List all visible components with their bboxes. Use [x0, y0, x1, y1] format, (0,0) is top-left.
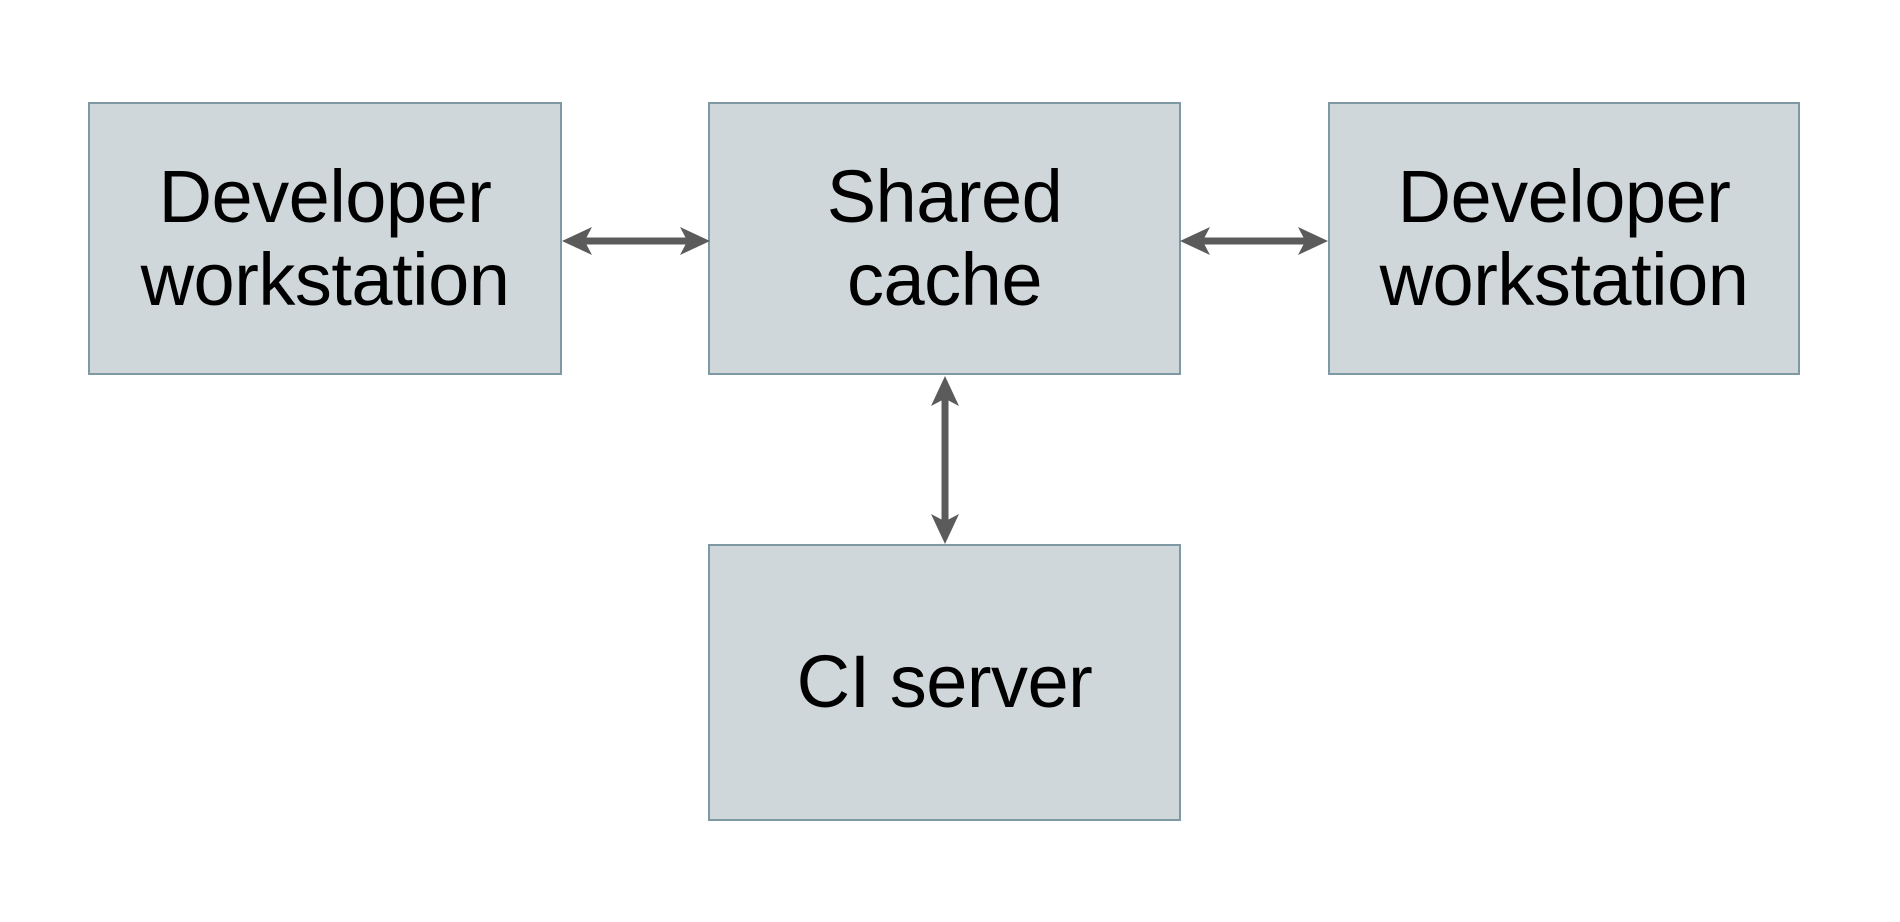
double-arrow-horizontal-icon: [1180, 227, 1328, 255]
connector-dev-left-to-cache: [558, 210, 714, 272]
double-arrow-horizontal-icon: [562, 227, 710, 255]
node-label: Developer workstation: [1379, 154, 1749, 321]
connector-cache-to-ci-server: [914, 372, 976, 548]
node-label: Developer workstation: [140, 154, 510, 321]
connector-cache-to-dev-right: [1176, 210, 1332, 272]
node-developer-workstation-left[interactable]: Developer workstation: [88, 102, 562, 375]
double-arrow-vertical-icon: [931, 376, 959, 544]
node-label: Shared cache: [826, 154, 1063, 321]
node-ci-server[interactable]: CI server: [708, 544, 1181, 821]
node-developer-workstation-right[interactable]: Developer workstation: [1328, 102, 1800, 375]
node-shared-cache[interactable]: Shared cache: [708, 102, 1181, 375]
node-label: CI server: [796, 640, 1093, 724]
